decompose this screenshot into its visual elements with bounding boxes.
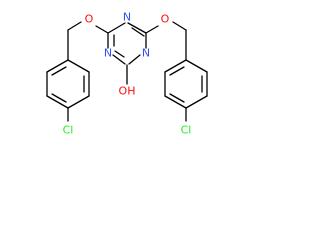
bond — [128, 54, 141, 65]
bond — [67, 59, 90, 73]
bond — [145, 25, 159, 34]
bond — [107, 22, 126, 34]
bond — [67, 21, 82, 31]
atom-label-cl-right: Cl — [181, 124, 192, 137]
bond — [112, 54, 126, 65]
bond — [51, 93, 67, 103]
atom-label-o-right: O — [161, 13, 170, 26]
atom-label-n-right: N — [142, 47, 150, 60]
left-benzyloxy-group — [46, 21, 109, 122]
bond — [164, 95, 187, 109]
atom-label-hydroxyl: OH — [119, 85, 136, 98]
bond — [164, 59, 187, 73]
bond — [114, 50, 125, 58]
bond — [95, 25, 109, 34]
triazine-ring — [107, 22, 147, 85]
bond — [67, 95, 90, 109]
atom-label-n-left: N — [104, 47, 112, 60]
atom-label-o-left: O — [85, 13, 94, 26]
bond — [172, 21, 187, 31]
bond — [46, 95, 69, 109]
bond — [185, 59, 208, 73]
bond — [169, 66, 185, 76]
bond — [169, 93, 185, 103]
bond — [127, 22, 147, 34]
bond — [185, 95, 208, 109]
structure-diagram: N N N O O OH Cl Cl — [46, 11, 208, 137]
bond — [46, 59, 69, 73]
bond — [131, 27, 145, 37]
atom-label-n-top: N — [123, 11, 131, 24]
right-benzyloxy-group — [145, 21, 208, 122]
bond — [51, 66, 67, 76]
atom-label-cl-left: Cl — [63, 124, 74, 137]
